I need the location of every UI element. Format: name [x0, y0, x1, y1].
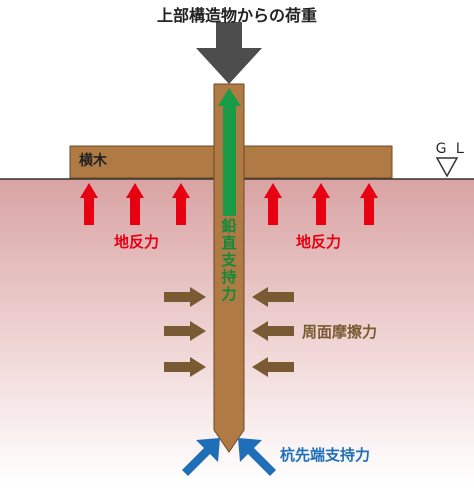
soil-reaction-right-label: 地反力	[296, 233, 342, 251]
horizontal-arrow-icon	[252, 321, 294, 341]
vertical-support-label: 鉛直支持力	[221, 217, 237, 303]
horizontal-arrow-icon	[252, 357, 294, 377]
triangle-down-icon	[435, 157, 459, 178]
up-arrow-icon	[360, 183, 378, 225]
tip-bearing-label: 杭先端支持力	[280, 446, 371, 464]
up-arrow-icon	[126, 183, 144, 225]
horizontal-arrow-icon	[164, 357, 206, 377]
horizontal-arrow-icon	[164, 287, 206, 307]
skin-friction-label: 周面摩擦力	[302, 323, 378, 341]
up-arrow-icon	[80, 183, 98, 225]
soil-reaction-arrows-right	[264, 183, 378, 225]
up-arrow-icon	[312, 183, 330, 225]
horizontal-arrow-icon	[164, 321, 206, 341]
skin-friction-arrows-right	[252, 287, 294, 377]
up-arrow-icon	[172, 183, 190, 225]
soil-reaction-left-label: 地反力	[114, 233, 160, 251]
vertical-support-arrow	[218, 88, 241, 216]
soil-reaction-arrows-left	[80, 183, 190, 225]
diagonal-arrow-icon	[238, 438, 276, 478]
skin-friction-arrows-left	[164, 287, 206, 377]
top-load-label: 上部構造物からの荷重	[156, 6, 317, 25]
tip-bearing-arrows	[182, 438, 276, 478]
diagonal-arrow-icon	[182, 438, 220, 478]
horizontal-arrow-icon	[252, 287, 294, 307]
beam-label: 横木	[79, 153, 107, 169]
up-arrow-icon	[264, 183, 282, 225]
down-arrow-icon	[196, 22, 262, 84]
pile	[213, 83, 245, 453]
ground-level-label: ＧＬ	[434, 141, 472, 157]
